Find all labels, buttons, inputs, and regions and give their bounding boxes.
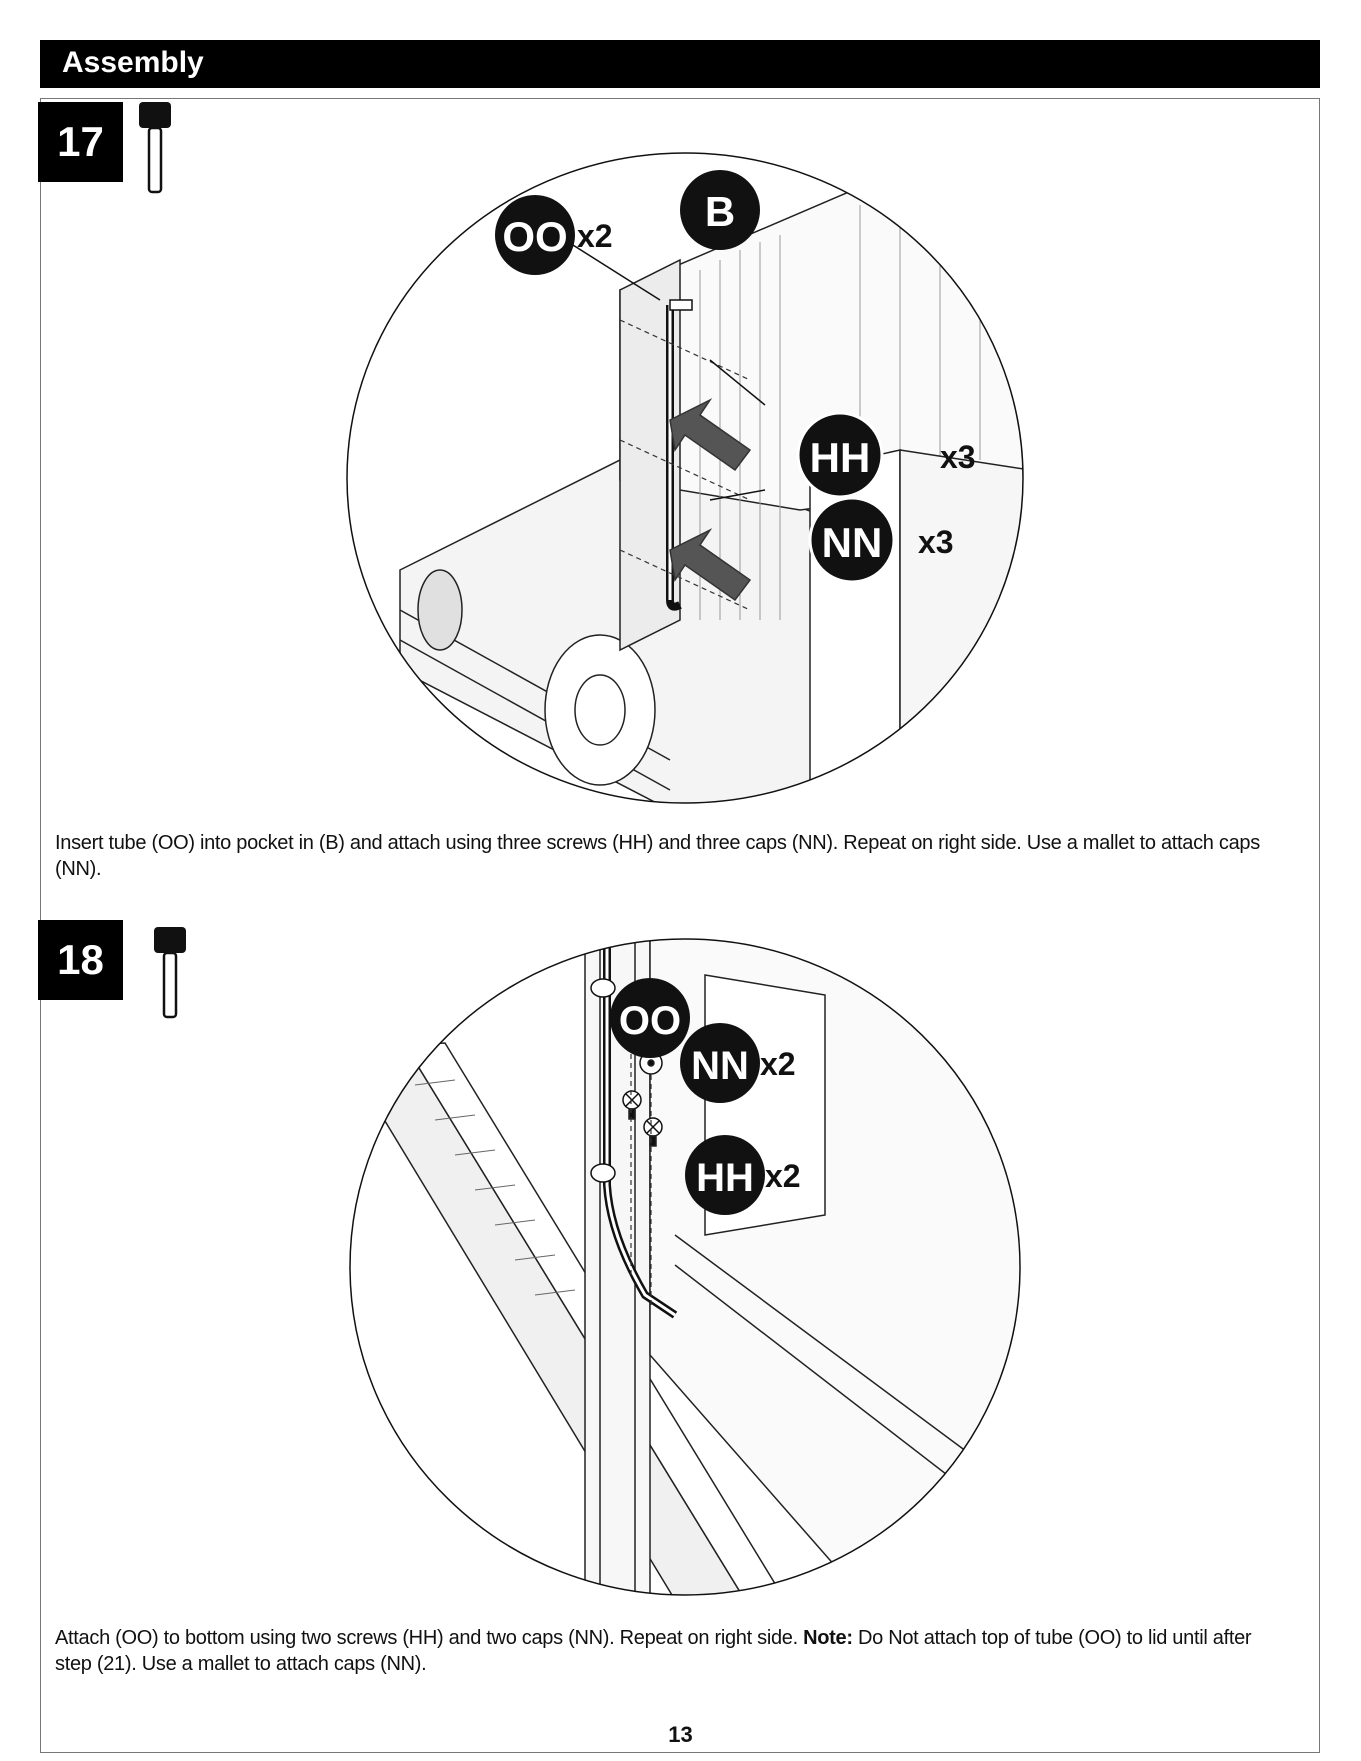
step-18-caption-note: Do Not attach top of tube (OO) to lid un…: [55, 1627, 1252, 1675]
callout-hh-label: HH: [696, 1156, 754, 1200]
callout-oo: OO: [610, 978, 690, 1058]
callout-hh-qty: x2: [765, 1158, 801, 1194]
step-18-caption-text: Attach (OO) to bottom using two screws (…: [55, 1627, 804, 1649]
page-number: 13: [668, 1722, 693, 1747]
callout-b-label: B: [705, 188, 735, 235]
callout-oo: OO x2: [495, 195, 613, 275]
callout-nn-label: NN: [691, 1044, 749, 1088]
callout-hh-label: HH: [810, 434, 871, 481]
section-header: Assembly: [40, 40, 1320, 88]
callout-nn-label: NN: [822, 519, 883, 566]
callout-oo-label: OO: [619, 999, 681, 1043]
callout-b: B: [680, 170, 760, 250]
callout-nn: NN x3: [808, 496, 954, 584]
callout-oo-qty: x2: [577, 218, 613, 254]
callout-hh: HH x3: [796, 411, 976, 499]
callout-nn: NN x2: [680, 1023, 796, 1103]
mallet-icon: [154, 927, 186, 1019]
step-17-caption: Insert tube (OO) into pocket in (B) and …: [55, 832, 1260, 880]
callout-oo-label: OO: [502, 213, 567, 260]
step-18-diagram: OO NN x2 HH x2: [349, 938, 1021, 1596]
step-17-badge: 17: [38, 102, 123, 182]
note-label: Note:: [803, 1627, 853, 1649]
callout-hh-qty: x3: [940, 439, 976, 475]
callout-hh: HH x2: [685, 1135, 801, 1215]
section-title: Assembly: [62, 46, 204, 79]
callout-nn-qty: x3: [918, 524, 954, 560]
mallet-icon: [139, 102, 171, 194]
step-17-diagram: OO x2 B HH x3 NN x3: [346, 152, 1024, 804]
step-18-caption: Attach (OO) to bottom using two screws (…: [55, 1625, 1270, 1677]
step-18-badge: 18: [38, 920, 123, 1000]
callout-nn-qty: x2: [760, 1046, 796, 1082]
